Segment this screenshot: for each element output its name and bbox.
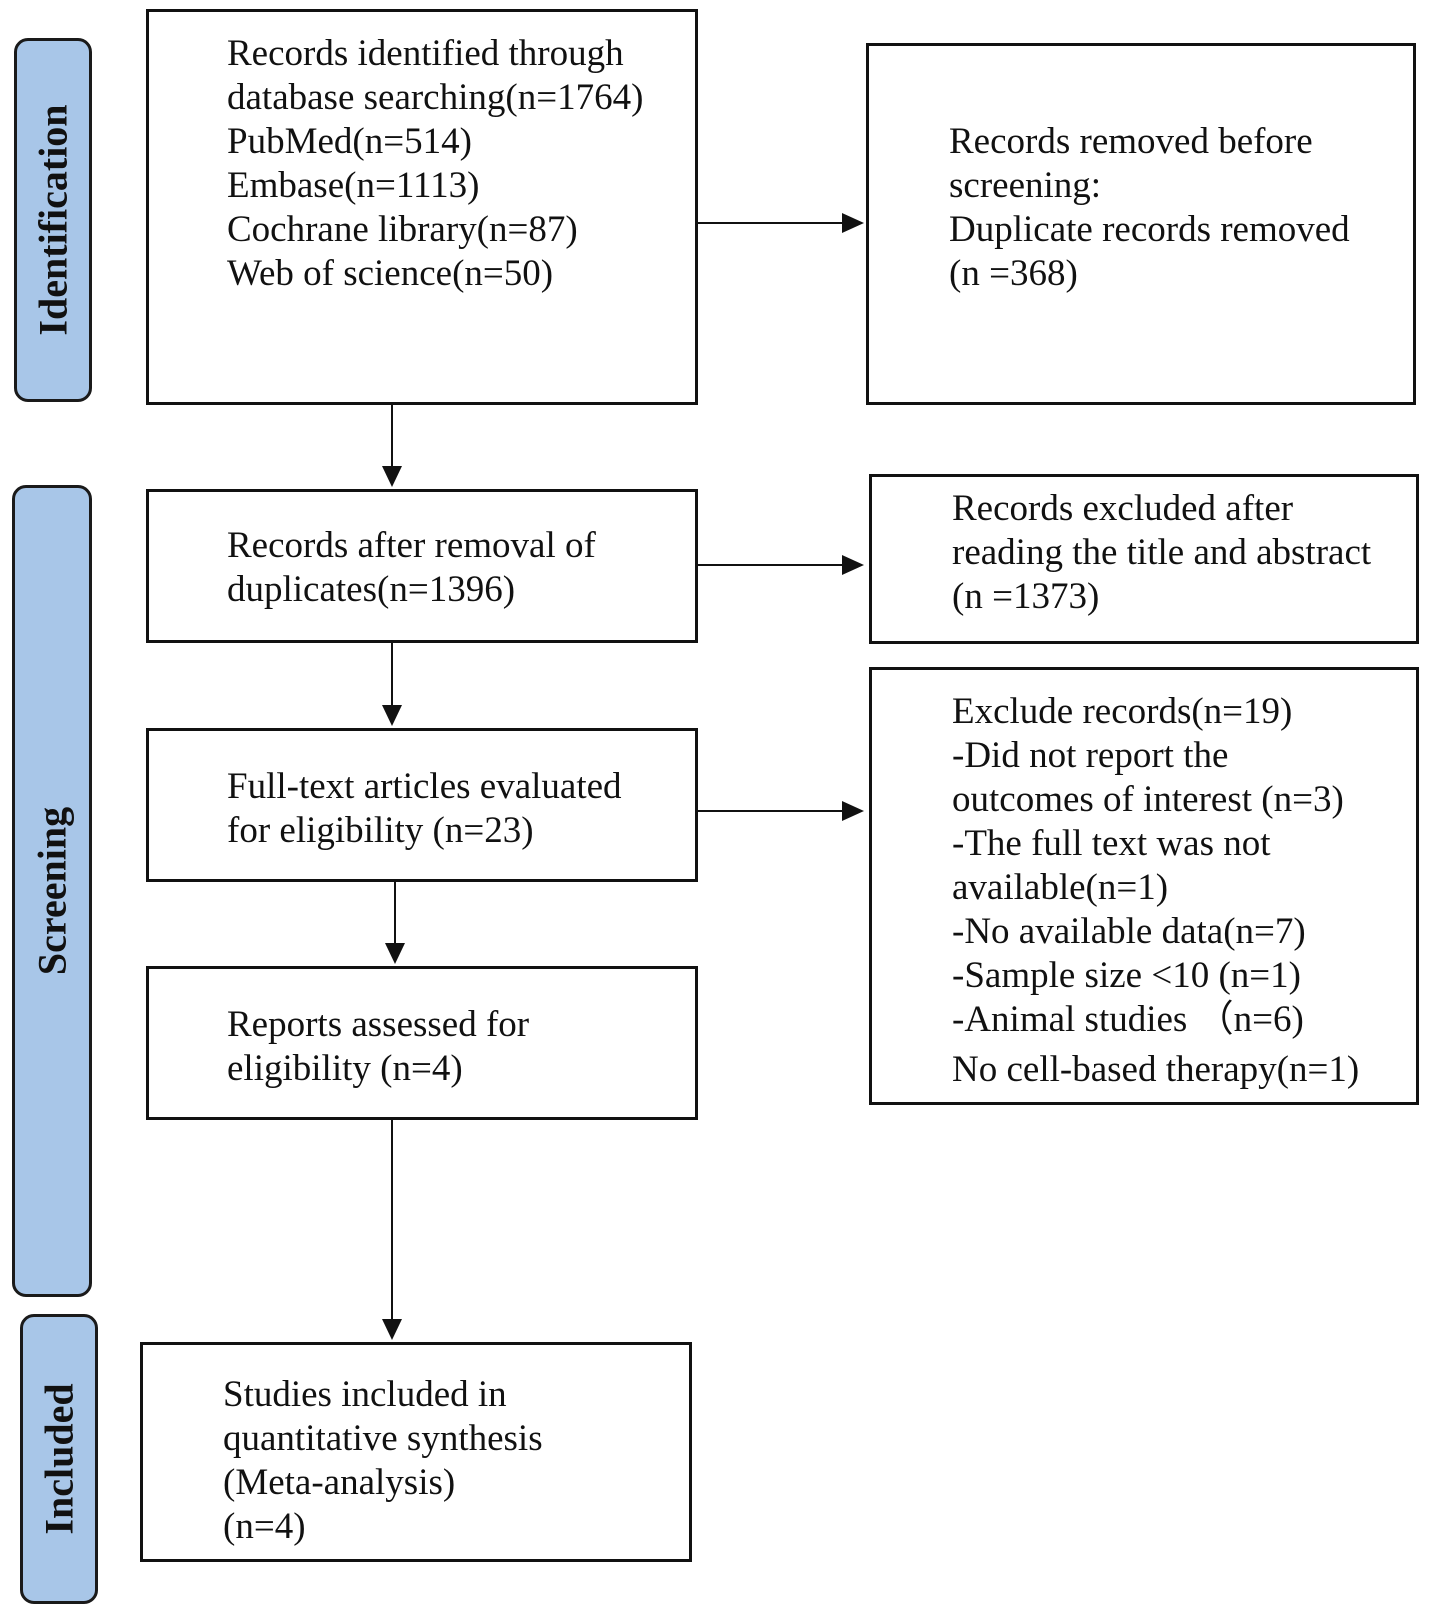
reports-assessed-line-1: Reports assessed for xyxy=(227,1004,530,1045)
arrow-to-records-removed xyxy=(698,213,864,233)
exclude-records-line-7: -Sample size <10 (n=1) xyxy=(952,955,1301,996)
records-excluded-box: Records excluded after reading the title… xyxy=(869,474,1419,644)
stage-bar-screening: Screening xyxy=(12,485,92,1297)
records-identified-line-2: database searching(n=1764) xyxy=(227,77,644,118)
exclude-records-line-8: -Animal studies （n=6) xyxy=(952,999,1304,1040)
records-excluded-line-2: reading the title and abstract xyxy=(952,532,1372,573)
stage-label-included: Included xyxy=(36,1383,82,1535)
exclude-records-line-6: -No available data(n=7) xyxy=(952,911,1306,952)
reports-assessed-line-2: eligibility (n=4) xyxy=(227,1048,463,1089)
records-identified-cochrane: Cochrane library(n=87) xyxy=(227,209,578,250)
studies-included-line-2: quantitative synthesis xyxy=(223,1418,543,1459)
exclude-records-line-2: -Did not report the xyxy=(952,735,1229,776)
studies-included-box: Studies included in quantitative synthes… xyxy=(140,1342,692,1562)
records-removed-line-4: (n =368) xyxy=(949,253,1078,294)
records-identified-embase: Embase(n=1113) xyxy=(227,165,480,206)
records-identified-line-1: Records identified through xyxy=(227,33,624,74)
exclude-records-line-9: No cell-based therapy(n=1) xyxy=(952,1049,1360,1090)
exclude-records-box: Exclude records(n=19) -Did not report th… xyxy=(869,667,1419,1105)
arrow-to-studies-included xyxy=(382,1120,402,1340)
studies-included-line-1: Studies included in xyxy=(223,1374,507,1415)
reports-assessed-box: Reports assessed for eligibility (n=4) xyxy=(146,966,698,1120)
full-text-box: Full-text articles evaluated for eligibi… xyxy=(146,728,698,882)
stage-bar-included: Included xyxy=(20,1314,98,1604)
arrow-to-after-duplicates xyxy=(382,405,402,487)
records-excluded-line-1: Records excluded after xyxy=(952,488,1294,529)
records-removed-line-1: Records removed before xyxy=(949,121,1313,162)
studies-included-line-3: (Meta-analysis) xyxy=(223,1462,456,1503)
records-after-duplicates-box: Records after removal of duplicates(n=13… xyxy=(146,489,698,643)
records-identified-pubmed: PubMed(n=514) xyxy=(227,121,472,162)
records-after-duplicates-line-1: Records after removal of xyxy=(227,525,596,566)
records-removed-box: Records removed before screening: Duplic… xyxy=(866,43,1416,405)
arrow-to-full-text xyxy=(382,643,402,726)
records-identified-wos: Web of science(n=50) xyxy=(227,253,554,294)
stage-label-screening: Screening xyxy=(29,806,75,976)
arrow-to-records-excluded xyxy=(698,555,864,575)
full-text-line-1: Full-text articles evaluated xyxy=(227,766,622,807)
full-text-line-2: for eligibility (n=23) xyxy=(227,810,534,851)
records-after-duplicates-line-2: duplicates(n=1396) xyxy=(227,569,516,610)
records-removed-line-2: screening: xyxy=(949,165,1102,206)
exclude-records-line-3: outcomes of interest (n=3) xyxy=(952,779,1344,820)
studies-included-line-4: (n=4) xyxy=(223,1506,306,1547)
stage-bar-identification: Identification xyxy=(14,38,92,402)
arrow-to-reports-assessed xyxy=(385,882,405,964)
arrow-to-exclude-records xyxy=(698,801,864,821)
stage-label-identification: Identification xyxy=(30,104,76,336)
records-removed-line-3: Duplicate records removed xyxy=(949,209,1350,250)
records-excluded-line-3: (n =1373) xyxy=(952,576,1100,617)
exclude-records-line-1: Exclude records(n=19) xyxy=(952,691,1293,732)
exclude-records-line-4: -The full text was not xyxy=(952,823,1271,864)
exclude-records-line-5: available(n=1) xyxy=(952,867,1169,908)
records-identified-box: Records identified through database sear… xyxy=(146,9,698,405)
